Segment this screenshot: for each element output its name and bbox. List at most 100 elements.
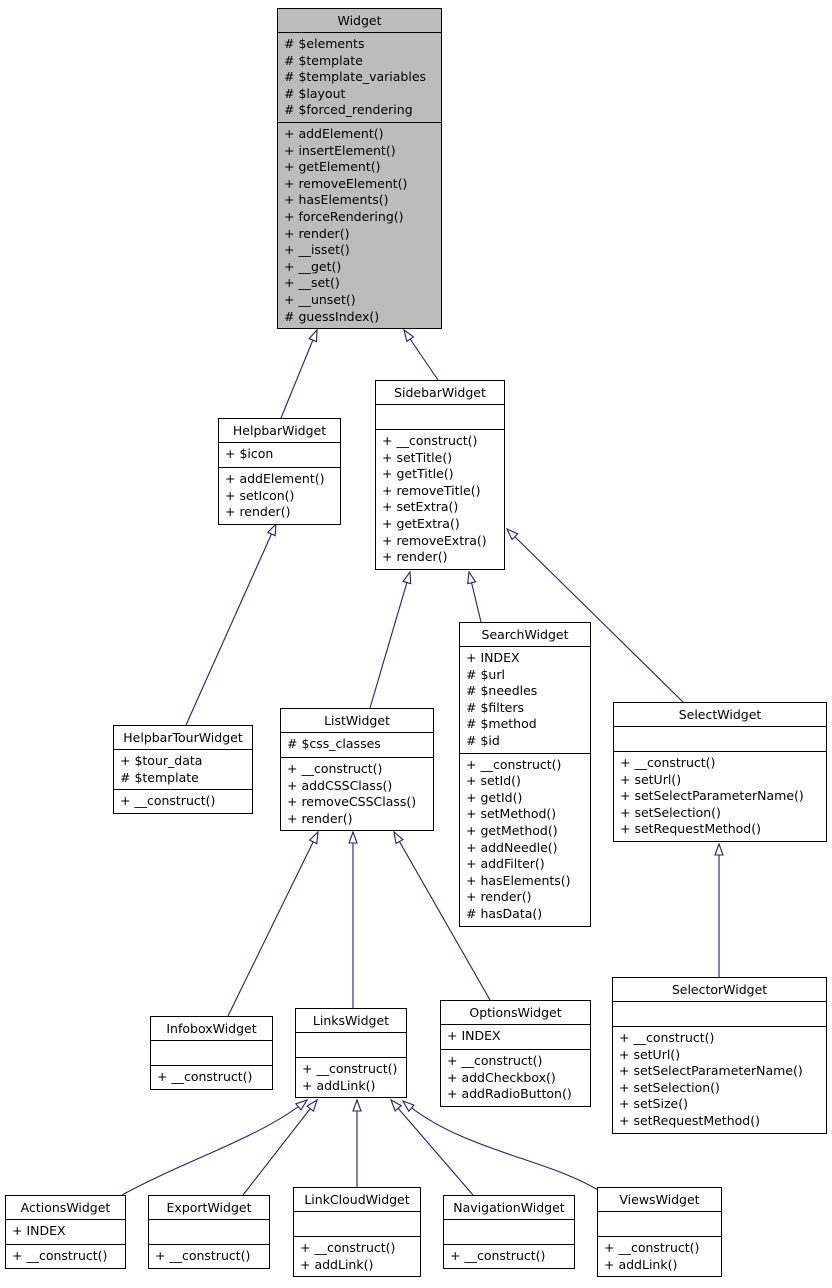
edge-infoboxwidget-to-listwidget [227, 830, 319, 1017]
class-member: + addRadioButton() [447, 1086, 572, 1102]
class-node-viewswidget[interactable]: ViewsWidget + __construct()+ addLink() [597, 1187, 722, 1278]
class-member: + render() [287, 810, 353, 826]
class-member: + render() [284, 225, 350, 241]
class-member: # $template_variables [284, 69, 427, 85]
class-methods: + __construct()+ addLink() [294, 1236, 420, 1276]
class-node-selectorwidget[interactable]: SelectorWidget + __construct()+ setUrl()… [612, 977, 827, 1134]
edge-exportwidget-to-linkswidget [242, 1098, 318, 1196]
class-member: + setId() [466, 773, 521, 789]
class-member: + __construct() [12, 1248, 108, 1263]
class-member: + hasElements() [284, 192, 389, 208]
class-member: + __construct() [447, 1053, 543, 1068]
class-member: + removeElement() [284, 175, 408, 191]
class-member: + setSize() [619, 1096, 688, 1112]
class-title: SidebarWidget [376, 381, 504, 405]
class-methods: + __construct()+ addLink() [296, 1057, 406, 1097]
class-member: + __isset() [284, 242, 350, 258]
class-member: + setUrl() [619, 1046, 681, 1062]
class-member: + $tour_data [120, 753, 203, 768]
class-member: + __set() [284, 275, 340, 291]
class-attributes: # $elements# $template# $template_variab… [278, 33, 441, 122]
class-member: + addCSSClass() [287, 777, 393, 793]
class-node-actionswidget[interactable]: ActionsWidget + INDEX + __construct() [5, 1195, 126, 1269]
class-attributes: + INDEX# $url# $needles# $filters# $meth… [460, 647, 590, 753]
class-methods: + __construct()+ addCheckbox()+ addRadio… [441, 1049, 590, 1106]
class-member: + insertElement() [284, 142, 396, 158]
class-title: LinkCloudWidget [294, 1188, 420, 1212]
class-member: + getExtra() [382, 515, 460, 531]
class-member: # hasData() [466, 905, 543, 921]
class-node-helpbartourwidget[interactable]: HelpbarTourWidget + $tour_data# $templat… [113, 725, 253, 815]
class-methods: + __construct() [149, 1244, 269, 1268]
class-member: + addLink() [302, 1077, 376, 1093]
class-member: + __construct() [302, 1061, 398, 1076]
class-methods: + __construct() [151, 1065, 272, 1089]
class-member: + __unset() [284, 291, 356, 307]
class-member: # guessIndex() [284, 308, 380, 324]
class-title: Widget [278, 9, 441, 33]
class-member: + __construct() [300, 1240, 396, 1255]
class-member: + __construct() [120, 793, 216, 809]
class-node-optionswidget[interactable]: OptionsWidget + INDEX + __construct()+ a… [440, 1000, 591, 1107]
class-methods: + addElement()+ setIcon()+ render() [219, 467, 340, 524]
class-attributes [614, 727, 826, 751]
class-node-selectwidget[interactable]: SelectWidget + __construct()+ setUrl()+ … [613, 702, 827, 842]
class-node-sidebarwidget[interactable]: SidebarWidget + __construct()+ setTitle(… [375, 380, 505, 570]
class-member: + setRequestMethod() [619, 1112, 760, 1128]
class-node-listwidget[interactable]: ListWidget # $css_classes + __construct(… [280, 708, 434, 832]
class-node-searchwidget[interactable]: SearchWidget + INDEX# $url# $needles# $f… [459, 622, 591, 927]
class-title: SearchWidget [460, 623, 590, 647]
class-methods: + __construct()+ addLink() [598, 1236, 721, 1276]
edge-optionswidget-to-listwidget [393, 830, 491, 1001]
class-node-widget[interactable]: Widget # $elements# $template# $template… [277, 8, 442, 330]
class-attributes [294, 1212, 420, 1236]
class-member: + INDEX [447, 1028, 501, 1043]
class-member: + __construct() [619, 1030, 715, 1045]
class-node-linkcloudwidget[interactable]: LinkCloudWidget + __construct()+ addLink… [293, 1187, 421, 1278]
class-attributes: + $icon [219, 443, 340, 467]
class-member: + __construct() [620, 755, 716, 770]
class-member: + render() [466, 889, 532, 905]
class-member: + removeExtra() [382, 532, 487, 548]
class-member: + setUrl() [620, 771, 682, 787]
class-attributes [598, 1212, 721, 1236]
class-member: + setIcon() [225, 487, 295, 503]
class-member: + addFilter() [466, 856, 545, 872]
class-title: LinksWidget [296, 1009, 406, 1033]
class-member: + setRequestMethod() [620, 821, 761, 837]
class-attributes: + INDEX [441, 1025, 590, 1049]
class-member: + INDEX [466, 650, 520, 665]
class-member: + addCheckbox() [447, 1069, 556, 1085]
class-member: + setSelectParameterName() [619, 1063, 803, 1079]
class-member: # $elements [284, 36, 365, 51]
class-member: + removeCSSClass() [287, 794, 417, 810]
class-member: + forceRendering() [284, 208, 404, 224]
class-member: + setSelection() [620, 804, 721, 820]
class-member: + INDEX [12, 1223, 66, 1238]
class-node-exportwidget[interactable]: ExportWidget + __construct() [148, 1195, 270, 1269]
class-methods: + __construct() [444, 1244, 574, 1268]
class-node-linkswidget[interactable]: LinksWidget + __construct()+ addLink() [295, 1008, 407, 1099]
class-methods: + addElement()+ insertElement()+ getElem… [278, 121, 441, 328]
class-node-navigationwidget[interactable]: NavigationWidget + __construct() [443, 1195, 575, 1269]
class-title: OptionsWidget [441, 1001, 590, 1025]
class-node-helpbarwidget[interactable]: HelpbarWidget + $icon + addElement()+ se… [218, 418, 341, 525]
edge-sidebarwidget-to-widget [403, 328, 439, 381]
class-methods: + __construct()+ setUrl()+ setSelectPara… [613, 1026, 826, 1133]
class-node-infoboxwidget[interactable]: InfoboxWidget + __construct() [150, 1016, 273, 1090]
class-member: + addNeedle() [466, 839, 558, 855]
class-title: ActionsWidget [6, 1196, 125, 1220]
class-attributes: # $css_classes [281, 733, 433, 757]
edge-helpbarwidget-to-widget [280, 328, 318, 419]
class-attributes: + INDEX [6, 1220, 125, 1244]
class-methods: + __construct()+ setId()+ getId()+ setMe… [460, 752, 590, 926]
class-member: + render() [382, 549, 448, 565]
class-attributes [613, 1002, 826, 1026]
class-title: ListWidget [281, 709, 433, 733]
class-member: + __construct() [450, 1248, 546, 1263]
class-attributes [444, 1220, 574, 1244]
class-methods: + __construct()+ setTitle()+ getTitle()+… [376, 429, 504, 569]
class-member: # $css_classes [287, 736, 381, 751]
class-member: + getMethod() [466, 822, 558, 838]
